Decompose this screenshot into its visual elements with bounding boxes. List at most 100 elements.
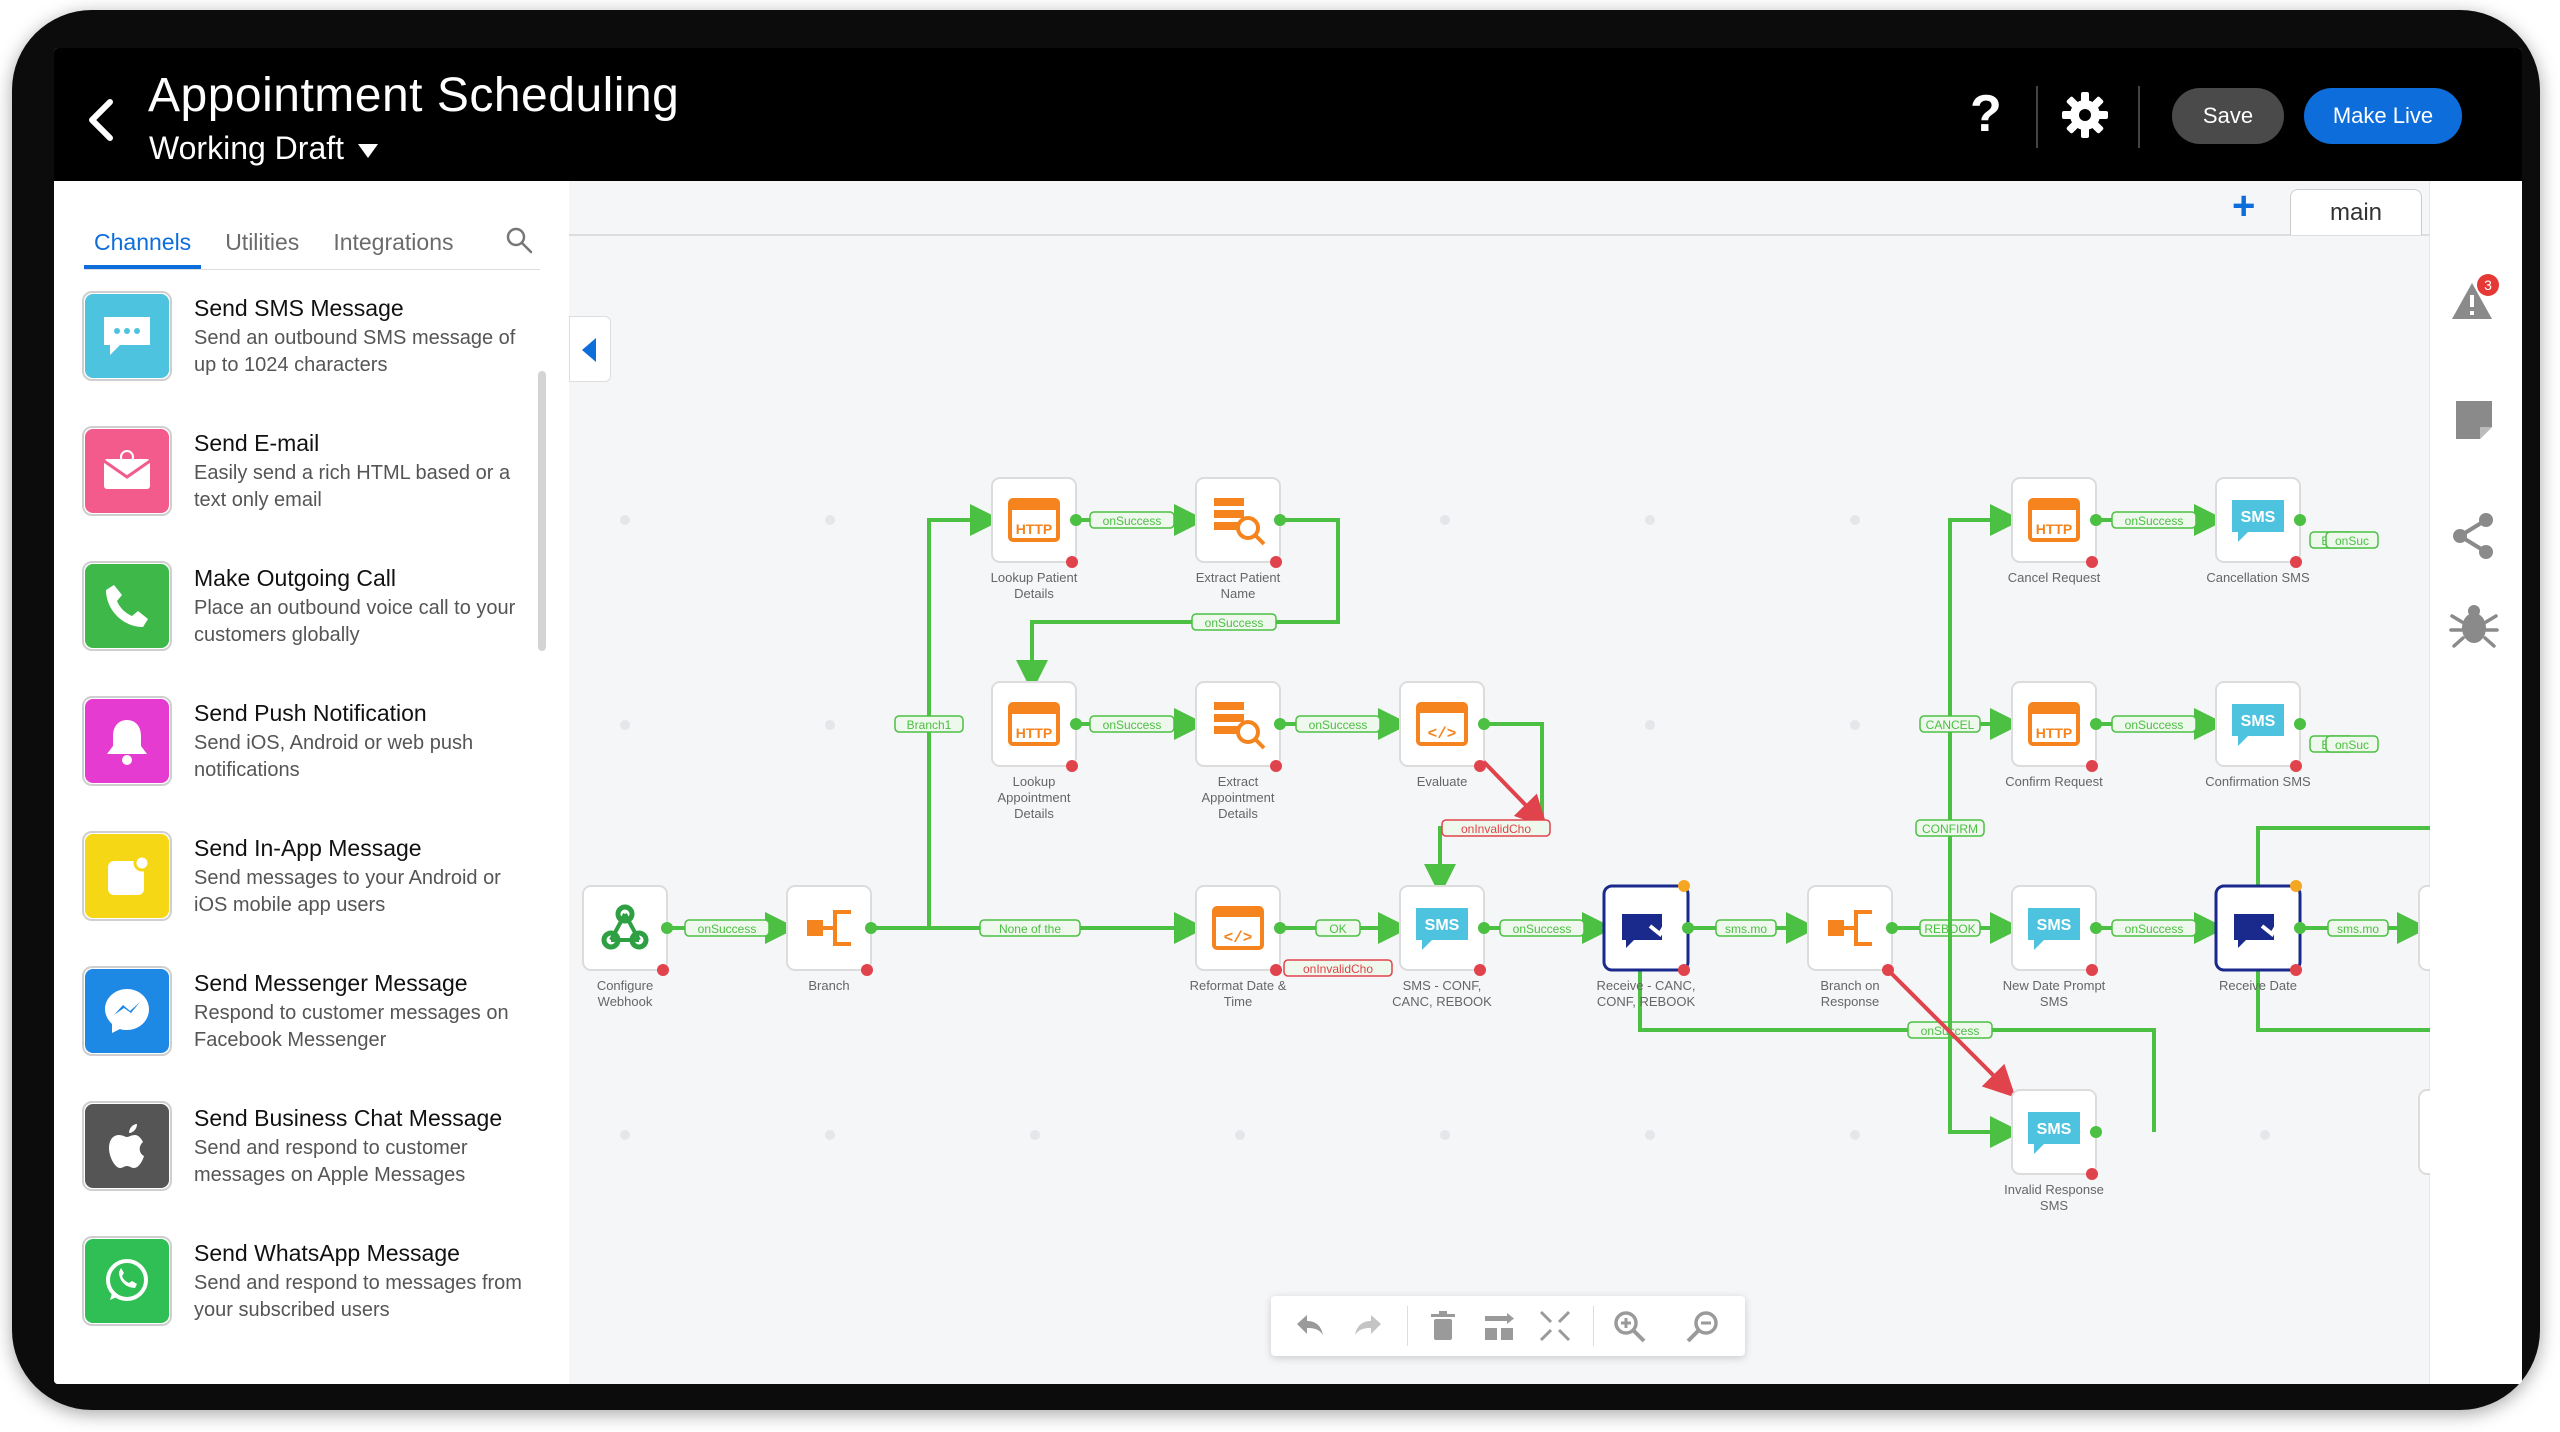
align-icon[interactable] — [1481, 1308, 1517, 1344]
back-arrow-icon[interactable] — [76, 88, 126, 152]
flow-node[interactable]: </>Evaluate — [1399, 681, 1490, 789]
failure-port[interactable] — [1882, 964, 1894, 976]
success-port[interactable] — [1274, 922, 1286, 934]
success-port[interactable] — [1886, 922, 1898, 934]
flow-connector[interactable] — [1016, 518, 1340, 692]
success-port[interactable] — [2294, 514, 2306, 526]
flow-canvas[interactable] — [569, 181, 2522, 1384]
list-item-messenger[interactable]: Send Messenger Message Respond to custom… — [82, 966, 532, 1101]
list-item-send-email[interactable]: Send E-mail Easily send a rich HTML base… — [82, 426, 532, 561]
flow-node[interactable]: Branch — [786, 885, 877, 993]
failure-port[interactable] — [2086, 760, 2098, 772]
failure-port[interactable] — [1270, 964, 1282, 976]
success-port[interactable] — [865, 922, 877, 934]
panel-scrollbar[interactable] — [538, 371, 546, 651]
flow-connector[interactable] — [2256, 968, 2440, 1032]
failure-port[interactable] — [1066, 556, 1078, 568]
note-icon[interactable] — [2446, 391, 2502, 447]
failure-port[interactable] — [1066, 760, 1078, 772]
failure-port[interactable] — [2290, 556, 2302, 568]
collapse-panel-button[interactable] — [569, 316, 611, 382]
gear-icon[interactable] — [2060, 90, 2110, 140]
failure-port[interactable] — [1474, 964, 1486, 976]
success-port[interactable] — [1478, 922, 1490, 934]
flow-connector[interactable] — [1948, 504, 2022, 928]
flow-connector[interactable] — [1884, 966, 2016, 1098]
failure-port[interactable] — [1474, 760, 1486, 772]
success-port[interactable] — [1682, 922, 1694, 934]
list-item-send-sms[interactable]: Send SMS Message Send an outbound SMS me… — [82, 291, 532, 426]
list-item-push-notification[interactable]: Send Push Notification Send iOS, Android… — [82, 696, 532, 831]
add-flow-tab-button[interactable]: + — [2232, 184, 2256, 228]
timeout-port[interactable] — [1678, 880, 1690, 892]
failure-port[interactable] — [2290, 964, 2302, 976]
flow-node[interactable]: Receive - CANC,CONF, REBOOK — [1597, 880, 1696, 1009]
tab-main[interactable]: main — [2290, 189, 2422, 235]
flow-connector[interactable] — [1638, 968, 2156, 1132]
success-port[interactable] — [2090, 718, 2102, 730]
tab-integrations[interactable]: Integrations — [333, 229, 454, 255]
flow-connector[interactable] — [1480, 758, 1548, 828]
tab-channels[interactable]: Channels — [84, 229, 202, 269]
warning-icon[interactable]: 3 — [2446, 271, 2502, 327]
success-port[interactable] — [1070, 718, 1082, 730]
flow-connector[interactable] — [927, 504, 1002, 928]
delete-icon[interactable] — [1425, 1308, 1461, 1344]
collapse-icon[interactable] — [1537, 1308, 1573, 1344]
success-port[interactable] — [2294, 718, 2306, 730]
tab-utilities[interactable]: Utilities — [225, 229, 300, 255]
flow-connector[interactable] — [1948, 928, 2022, 1148]
failure-port[interactable] — [2086, 556, 2098, 568]
success-port[interactable] — [1274, 514, 1286, 526]
timeout-port[interactable] — [2290, 880, 2302, 892]
flow-node[interactable]: </>Reformat Date &Time — [1190, 885, 1287, 1009]
failure-port[interactable] — [2290, 760, 2302, 772]
list-item-in-app-message[interactable]: Send In-App Message Send messages to you… — [82, 831, 532, 966]
success-port[interactable] — [661, 922, 673, 934]
failure-port[interactable] — [1270, 556, 1282, 568]
success-port[interactable] — [2294, 922, 2306, 934]
undo-icon[interactable] — [1291, 1308, 1327, 1344]
draft-selector[interactable]: Working Draft — [149, 130, 379, 167]
failure-port[interactable] — [861, 964, 873, 976]
zoom-out-icon[interactable] — [1685, 1308, 1721, 1344]
failure-port[interactable] — [657, 964, 669, 976]
zoom-in-icon[interactable] — [1611, 1308, 1647, 1344]
search-icon[interactable] — [504, 225, 534, 255]
flow-node[interactable]: Inv — [2418, 1089, 2503, 1197]
failure-port[interactable] — [1270, 760, 1282, 772]
success-port[interactable] — [1070, 514, 1082, 526]
success-port[interactable] — [2090, 1126, 2102, 1138]
list-item-outgoing-call[interactable]: Make Outgoing Call Place an outbound voi… — [82, 561, 532, 696]
failure-port[interactable] — [2086, 964, 2098, 976]
failure-port[interactable] — [1678, 964, 1690, 976]
flow-node[interactable]: Receive Date — [2214, 880, 2306, 993]
success-port[interactable] — [2090, 922, 2102, 934]
success-port[interactable] — [2090, 514, 2102, 526]
share-icon[interactable] — [2446, 508, 2502, 564]
list-item-business-chat[interactable]: Send Business Chat Message Send and resp… — [82, 1101, 532, 1236]
success-port[interactable] — [1274, 718, 1286, 730]
save-button[interactable]: Save — [2172, 88, 2284, 144]
success-port[interactable] — [1478, 718, 1490, 730]
make-live-button[interactable]: Make Live — [2304, 88, 2462, 144]
bug-icon[interactable] — [2446, 596, 2502, 652]
flow-node[interactable]: Che — [2418, 885, 2503, 993]
list-item-whatsapp[interactable]: Send WhatsApp Message Send and respond t… — [82, 1236, 532, 1371]
failure-port[interactable] — [2086, 1168, 2098, 1180]
redo-icon[interactable] — [1351, 1308, 1387, 1344]
help-button[interactable]: ? — [1970, 85, 2002, 143]
